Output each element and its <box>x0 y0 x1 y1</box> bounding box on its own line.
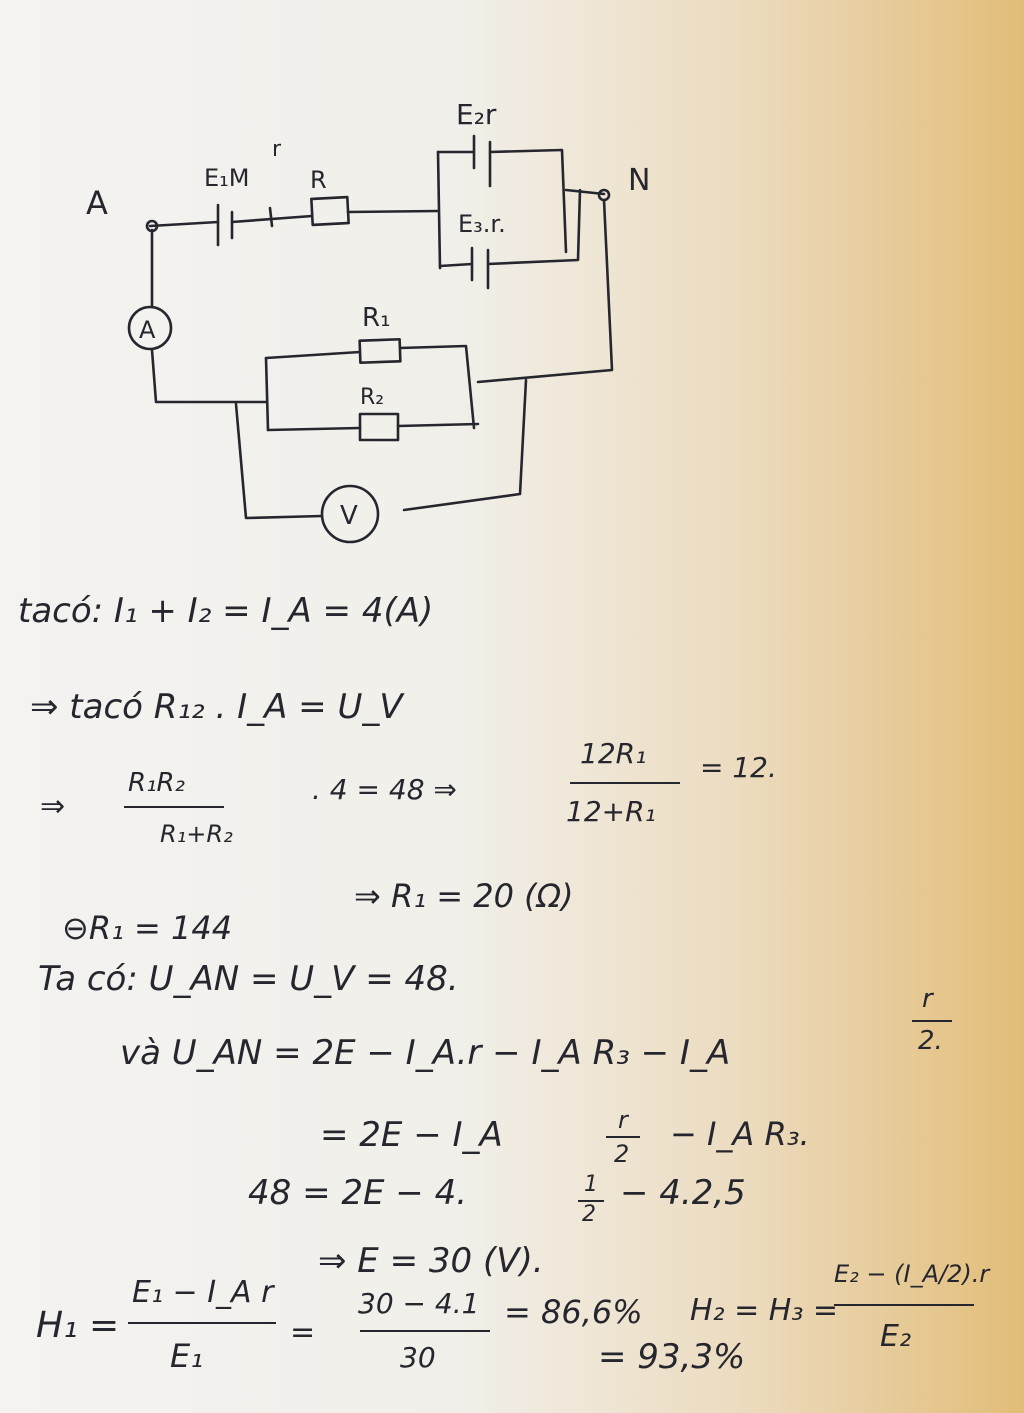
work-line-8: 48 = 2E − 4. <box>248 1173 468 1213</box>
source-e1-symbol <box>216 203 234 247</box>
label-voltmeter: V <box>340 501 358 531</box>
work-line-4a: ⊖R₁ = 144 <box>62 909 233 947</box>
work-line-3-mid: . 4 = 48 ⇒ <box>312 773 457 806</box>
work-line-7-bar <box>606 1136 640 1138</box>
wire-ammeter-down <box>150 348 268 404</box>
source-e2-symbol <box>472 134 492 188</box>
work-line-3-den2: 12+R₁ <box>566 795 656 828</box>
wire-r1-r2-left <box>264 356 270 432</box>
wire-e3-branch <box>438 188 582 268</box>
work-line-10-den3: E₂ <box>880 1319 911 1354</box>
label-resistor-r: R <box>310 166 327 194</box>
ammeter-circle <box>127 305 173 351</box>
work-line-9: ⇒ E = 30 (V). <box>318 1241 544 1281</box>
work-line-7-den: 2 <box>614 1140 630 1168</box>
work-line-10-bar2 <box>360 1330 490 1332</box>
wire-n-down <box>476 198 614 384</box>
work-line-10-label: H₁ = <box>36 1305 120 1346</box>
work-line-4b: ⇒ R₁ = 20 (Ω) <box>354 877 574 915</box>
work-line-10-result: = 86,6% <box>504 1293 643 1331</box>
work-line-7: = 2E − I_A <box>320 1115 503 1155</box>
label-node-n: N <box>628 163 650 198</box>
wire-voltmeter-right <box>402 378 528 512</box>
work-line-6-num: r <box>922 984 933 1014</box>
work-line-1: tacó: I₁ + I₂ = I_A = 4(A) <box>18 591 434 631</box>
work-line-6: và U_AN = 2E − I_A.r − I_A R₃ − I_A <box>120 1033 731 1073</box>
work-line-3-bar2 <box>570 782 680 784</box>
work-line-3-bar <box>124 806 224 808</box>
work-line-8-den: 2 <box>582 1202 596 1227</box>
work-line-8-post: − 4.2,5 <box>620 1173 746 1213</box>
work-line-11: = 93,3% <box>598 1337 746 1377</box>
work-line-10-num: E₁ − I_A r <box>132 1275 274 1310</box>
resistor-r1-box <box>358 338 402 364</box>
voltmeter-circle <box>320 484 380 544</box>
label-resistor-r2: R₂ <box>360 385 384 410</box>
work-line-3-arrow: ⇒ <box>40 789 66 824</box>
wire-r-parallel <box>346 209 440 214</box>
work-line-10-eq: = <box>290 1315 316 1350</box>
source-e3-symbol <box>470 246 490 290</box>
wire-voltmeter-left <box>234 402 324 520</box>
work-line-8-bar <box>578 1200 604 1202</box>
wire-e1-r <box>230 206 314 228</box>
work-line-3-end: = 12. <box>700 751 777 784</box>
circuit-diagram: A N E₁M r R E₂r E₃.r. R₁ R₂ A V <box>86 98 650 544</box>
label-source-e1-r: r <box>272 137 282 162</box>
label-ammeter: A <box>139 316 156 344</box>
wire-r2 <box>266 422 480 432</box>
label-resistor-r1: R₁ <box>362 303 391 333</box>
work-line-3-num: R₁R₂ <box>128 768 185 798</box>
work-line-6-den: 2. <box>918 1026 943 1056</box>
work-line-10-num3: E₂ − (I_A/2).r <box>834 1260 990 1288</box>
work-line-5: Ta có: U_AN = U_V = 48. <box>38 959 459 999</box>
label-source-e1: E₁M <box>204 164 250 192</box>
label-source-e2: E₂r <box>456 98 497 131</box>
work-line-7-post: − I_A R₃. <box>670 1115 810 1153</box>
work-line-10-bar3 <box>834 1304 974 1306</box>
label-node-a: A <box>86 184 108 222</box>
work-line-6-bar <box>912 1020 952 1022</box>
work-line-10-num2: 30 − 4.1 <box>358 1287 480 1320</box>
label-source-e3: E₃.r. <box>458 210 506 238</box>
resistor-r-box <box>310 195 350 227</box>
wire-e2-branch <box>436 148 568 254</box>
work-line-10-bar <box>128 1322 276 1324</box>
work-line-3-den: R₁+R₂ <box>160 820 233 848</box>
work-line-10-den: E₁ <box>170 1337 204 1375</box>
wire-r1 <box>264 344 476 430</box>
work-line-3-num2: 12R₁ <box>580 737 647 770</box>
work-line-10-den2: 30 <box>400 1341 436 1374</box>
wire-top-left <box>148 220 220 228</box>
wire-parallel-left <box>436 150 442 270</box>
resistor-r2-box <box>358 412 400 442</box>
work-line-2: ⇒ tacó R₁₂ . I_A = U_V <box>30 687 403 727</box>
work-line-8-num: 1 <box>584 1172 598 1197</box>
work-line-7-num: r <box>618 1106 628 1134</box>
work-line-10-h2h3: H₂ = H₃ = <box>690 1293 839 1328</box>
wire-to-node-n <box>564 188 606 196</box>
